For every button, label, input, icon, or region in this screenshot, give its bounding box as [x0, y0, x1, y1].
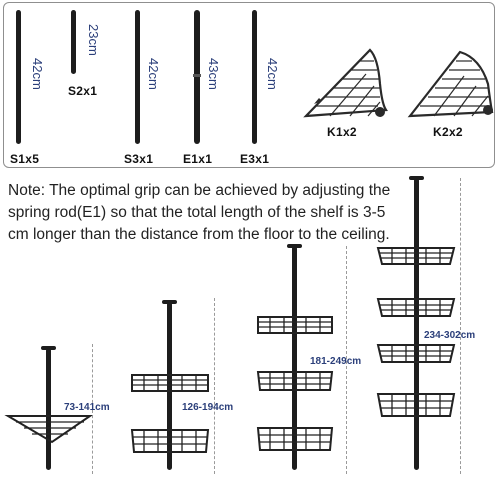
rod-e3-length: 42cm: [265, 58, 280, 90]
config-1-top-cap: [41, 346, 56, 350]
basket-k2-label: K2x2: [433, 125, 463, 139]
config-1-dimension-line: [92, 344, 93, 474]
rod-e3-label: E3x1: [240, 152, 270, 166]
config-1-basket-1: [4, 415, 94, 444]
rod-s2-label: S2x1: [68, 84, 98, 98]
rod-s2: [71, 10, 76, 74]
config-3-dimension-line: [346, 246, 347, 474]
rod-s1-label: S1x5: [10, 152, 40, 166]
rod-e1-label: E1x1: [183, 152, 213, 166]
rod-s1-length: 42cm: [30, 58, 45, 90]
rod-e3: [252, 10, 257, 144]
basket-k1-label: K1x2: [327, 125, 357, 139]
config-3-top-cap: [287, 244, 302, 248]
rod-s2-length: 23cm: [86, 24, 101, 56]
config-2-dimension-line: [214, 298, 215, 474]
config-4-basket-4: [376, 393, 456, 417]
config-2-basket-1: [131, 374, 209, 392]
config-2-pole: [167, 302, 172, 470]
config-1-height-range: 73-141cm: [64, 402, 110, 413]
config-3-height-range: 181-249cm: [310, 356, 362, 367]
config-4-dimension-line: [460, 178, 461, 474]
config-3-pole: [292, 246, 297, 470]
config-2-basket-2: [130, 429, 210, 453]
rod-s3-label: S3x1: [124, 152, 154, 166]
config-1-pole: [46, 348, 51, 470]
rod-s3: [135, 10, 140, 144]
installation-note: Note: The optimal grip can be achieved b…: [8, 182, 391, 243]
config-4-basket-1: [376, 247, 456, 265]
rod-e1: [194, 10, 200, 144]
config-3-basket-2: [256, 371, 334, 391]
rod-s3-length: 42cm: [146, 58, 161, 90]
config-4-basket-2: [376, 298, 456, 317]
parts-panel: [3, 2, 495, 168]
config-4-pole: [414, 178, 419, 470]
config-4-height-range: 234-302cm: [424, 330, 476, 341]
rod-e1-length: 43cm: [206, 58, 221, 90]
basket-k1-icon: [303, 48, 388, 118]
rod-e1-joint: [193, 74, 201, 77]
config-2-height-range: 126-194cm: [182, 402, 234, 413]
config-2-top-cap: [162, 300, 177, 304]
config-4-basket-3: [376, 344, 456, 363]
rod-s1: [16, 10, 21, 144]
basket-k2-icon: [407, 50, 494, 118]
config-4-top-cap: [409, 176, 424, 180]
config-3-basket-1: [257, 316, 333, 334]
config-3-basket-3: [256, 427, 334, 451]
